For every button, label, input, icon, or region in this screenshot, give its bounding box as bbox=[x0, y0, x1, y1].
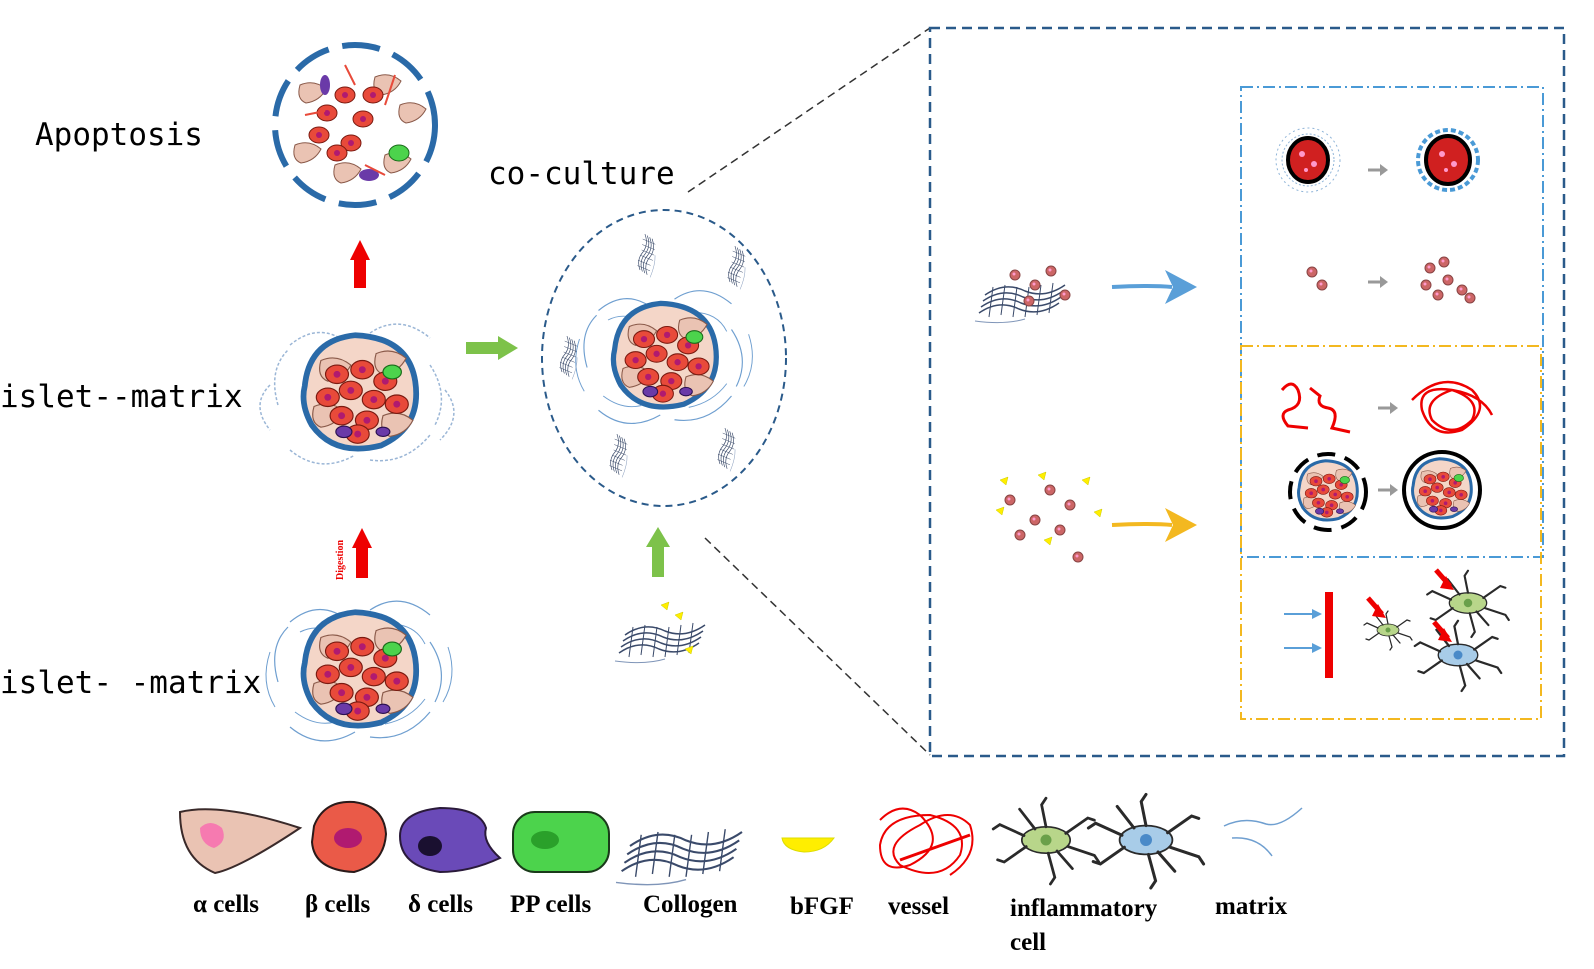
co-culture-ellipse bbox=[541, 209, 787, 507]
islet-before-icon bbox=[1275, 127, 1341, 193]
label-islet-matrix-upper: islet--matrix bbox=[0, 379, 243, 415]
vessel-before-icon bbox=[1280, 382, 1351, 434]
legend-label-cell: cell bbox=[1010, 929, 1046, 956]
legend: α cells β cells δ cells PP cells Colloge… bbox=[178, 792, 1303, 956]
label-apoptosis: Apoptosis bbox=[35, 117, 203, 153]
islet-damaged-icon bbox=[1288, 452, 1368, 532]
bfgf-spots-icon bbox=[995, 471, 1103, 563]
green-arrow-right bbox=[466, 336, 518, 360]
spots-before-icon bbox=[1306, 266, 1328, 291]
legend-matrix-icon bbox=[1223, 807, 1303, 857]
up-arrow-apoptosis bbox=[350, 240, 370, 288]
legend-delta-cell-icon bbox=[398, 806, 502, 874]
legend-label-bfgf: bFGF bbox=[790, 893, 854, 920]
islet-matrix-upper-icon bbox=[259, 323, 455, 465]
legend-vessel-icon bbox=[878, 807, 974, 876]
up-arrow-digestion: Digestion bbox=[335, 528, 372, 580]
label-digestion: Digestion bbox=[335, 540, 346, 580]
legend-label-inflammatory: inflammatory bbox=[1010, 895, 1158, 922]
collagen-spots-icon bbox=[974, 265, 1071, 324]
inflammatory-cells-panel-icon bbox=[1363, 570, 1510, 693]
legend-label-matrix: matrix bbox=[1215, 893, 1288, 920]
detail-panel bbox=[928, 26, 1566, 758]
vessel-after-icon bbox=[1411, 380, 1494, 434]
legend-pp-cell-icon bbox=[512, 811, 610, 873]
label-islet-matrix-lower: islet- -matrix bbox=[0, 665, 261, 701]
collagen-bfgf-icon bbox=[614, 601, 706, 664]
spots-after-icon bbox=[1420, 256, 1476, 304]
apoptotic-islet-icon bbox=[272, 42, 438, 208]
label-co-culture: co-culture bbox=[488, 156, 675, 192]
legend-inflammatory-cell-icon bbox=[991, 792, 1206, 890]
legend-alpha-cell-icon bbox=[178, 808, 303, 875]
legend-label-delta: δ cells bbox=[408, 891, 473, 918]
legend-label-vessel: vessel bbox=[888, 893, 949, 920]
legend-beta-cell-icon bbox=[310, 800, 388, 874]
legend-label-alpha: α cells bbox=[193, 891, 259, 918]
blue-arrow-right bbox=[1111, 270, 1197, 304]
islet-after-icon bbox=[1416, 128, 1480, 192]
zoom-lines bbox=[687, 27, 931, 756]
legend-collagen-icon bbox=[614, 828, 744, 886]
islet-matrix-lower-icon bbox=[265, 600, 453, 742]
blocked-arrows-icon bbox=[1284, 592, 1333, 678]
legend-label-pp: PP cells bbox=[510, 891, 591, 918]
green-arrow-up bbox=[646, 527, 670, 577]
legend-label-collagen: Collogen bbox=[643, 891, 738, 918]
legend-label-beta: β cells bbox=[305, 891, 371, 918]
yellow-arrow-right bbox=[1111, 508, 1197, 542]
islet-intact-icon bbox=[1402, 450, 1482, 530]
legend-bfgf-icon bbox=[781, 837, 835, 853]
